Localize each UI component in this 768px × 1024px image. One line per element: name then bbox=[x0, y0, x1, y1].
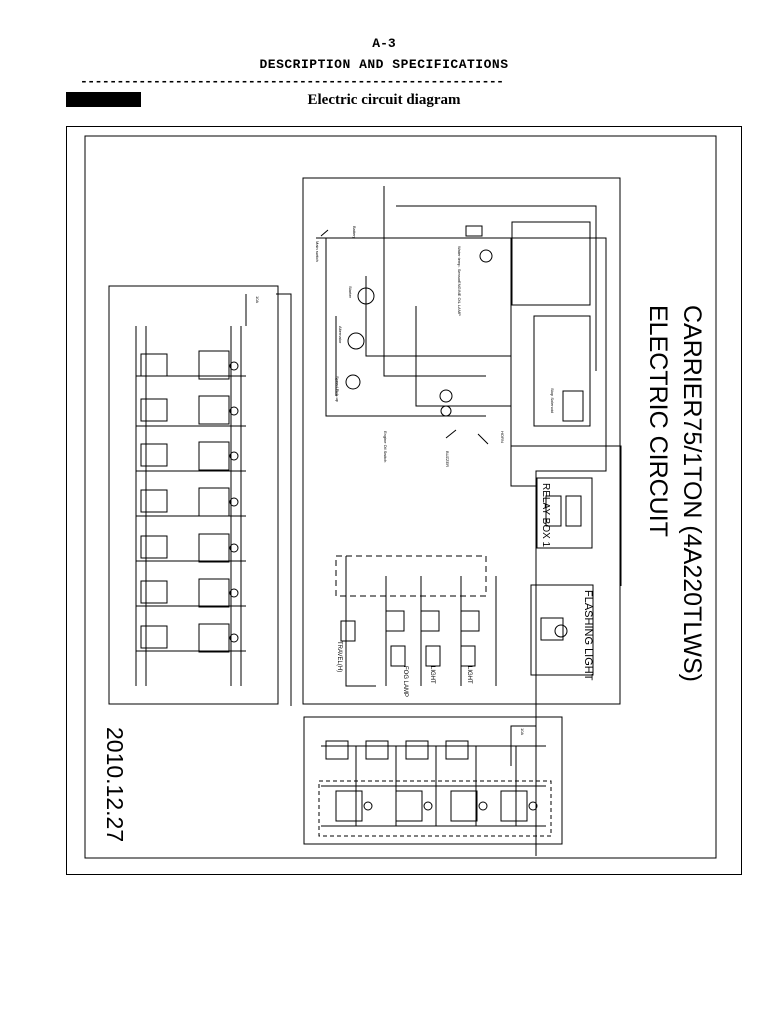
header-rule: ----------------------------------------… bbox=[80, 74, 504, 89]
main-switch-label: Main switch bbox=[315, 241, 320, 262]
fuse-10a-label-2: 10A bbox=[520, 728, 525, 735]
page-number: A-3 bbox=[372, 36, 396, 51]
section-title: DESCRIPTION AND SPECIFICATIONS bbox=[259, 57, 509, 72]
black-marker-bar bbox=[66, 92, 141, 107]
starter-label: Starter bbox=[348, 286, 353, 299]
flashing-light-label: FLASHING LIGHT bbox=[582, 590, 594, 681]
fuse-10a-label-1: 10A bbox=[255, 296, 260, 303]
light-label-2: LIGHT bbox=[466, 666, 472, 684]
battery-label: Battery bbox=[352, 226, 357, 239]
wiring-diagram: Battery Main switch Starter Alternator S… bbox=[84, 135, 717, 859]
travel-h-label: TRAVEL(H) bbox=[336, 641, 342, 672]
main-circuit-box bbox=[302, 177, 621, 705]
diagram-date: 2010.12.27 bbox=[102, 727, 128, 843]
lower-relay-box bbox=[533, 315, 591, 427]
buzzer-label: BUZZER bbox=[445, 451, 450, 467]
engine-oil-lamp-label: ENGINE OIL LAMP bbox=[457, 281, 462, 316]
diagram-frame bbox=[66, 126, 742, 875]
bottom-relay-bank-box bbox=[303, 716, 563, 845]
horn-label: HORN bbox=[500, 431, 505, 443]
stop-solenoid-label: Stop Solenoid bbox=[550, 388, 555, 413]
diagram-title: Electric circuit diagram bbox=[307, 92, 461, 108]
speed-pickup-symbol bbox=[345, 374, 361, 390]
relay-box-label: RELAY BOX 1 bbox=[540, 483, 551, 548]
relay-box-1 bbox=[536, 477, 593, 549]
diagram-main-title: CARRIER75/1TON (4A220TLWS) bbox=[678, 305, 706, 682]
inner-frame bbox=[84, 135, 717, 859]
flashing-light-box bbox=[530, 584, 594, 676]
alternator-symbol bbox=[347, 332, 365, 350]
alternator-label: Alternator bbox=[338, 326, 343, 344]
starter-motor-symbol bbox=[357, 287, 375, 305]
diagram-subtitle: ELECTRIC CIRCUIT bbox=[644, 305, 672, 537]
water-temp-sensor-label: Water temp. Sensor bbox=[457, 246, 462, 282]
upper-relay-box bbox=[511, 221, 591, 306]
light-label-1: LIGHT bbox=[429, 666, 435, 684]
engine-oil-switch-label: Engine Oil Switch bbox=[383, 431, 388, 462]
speed-pickup-label: Speed Pick-up bbox=[335, 376, 340, 403]
fog-lamp-label: FOG LAMP bbox=[402, 666, 408, 697]
left-relay-bank-box bbox=[108, 285, 279, 705]
